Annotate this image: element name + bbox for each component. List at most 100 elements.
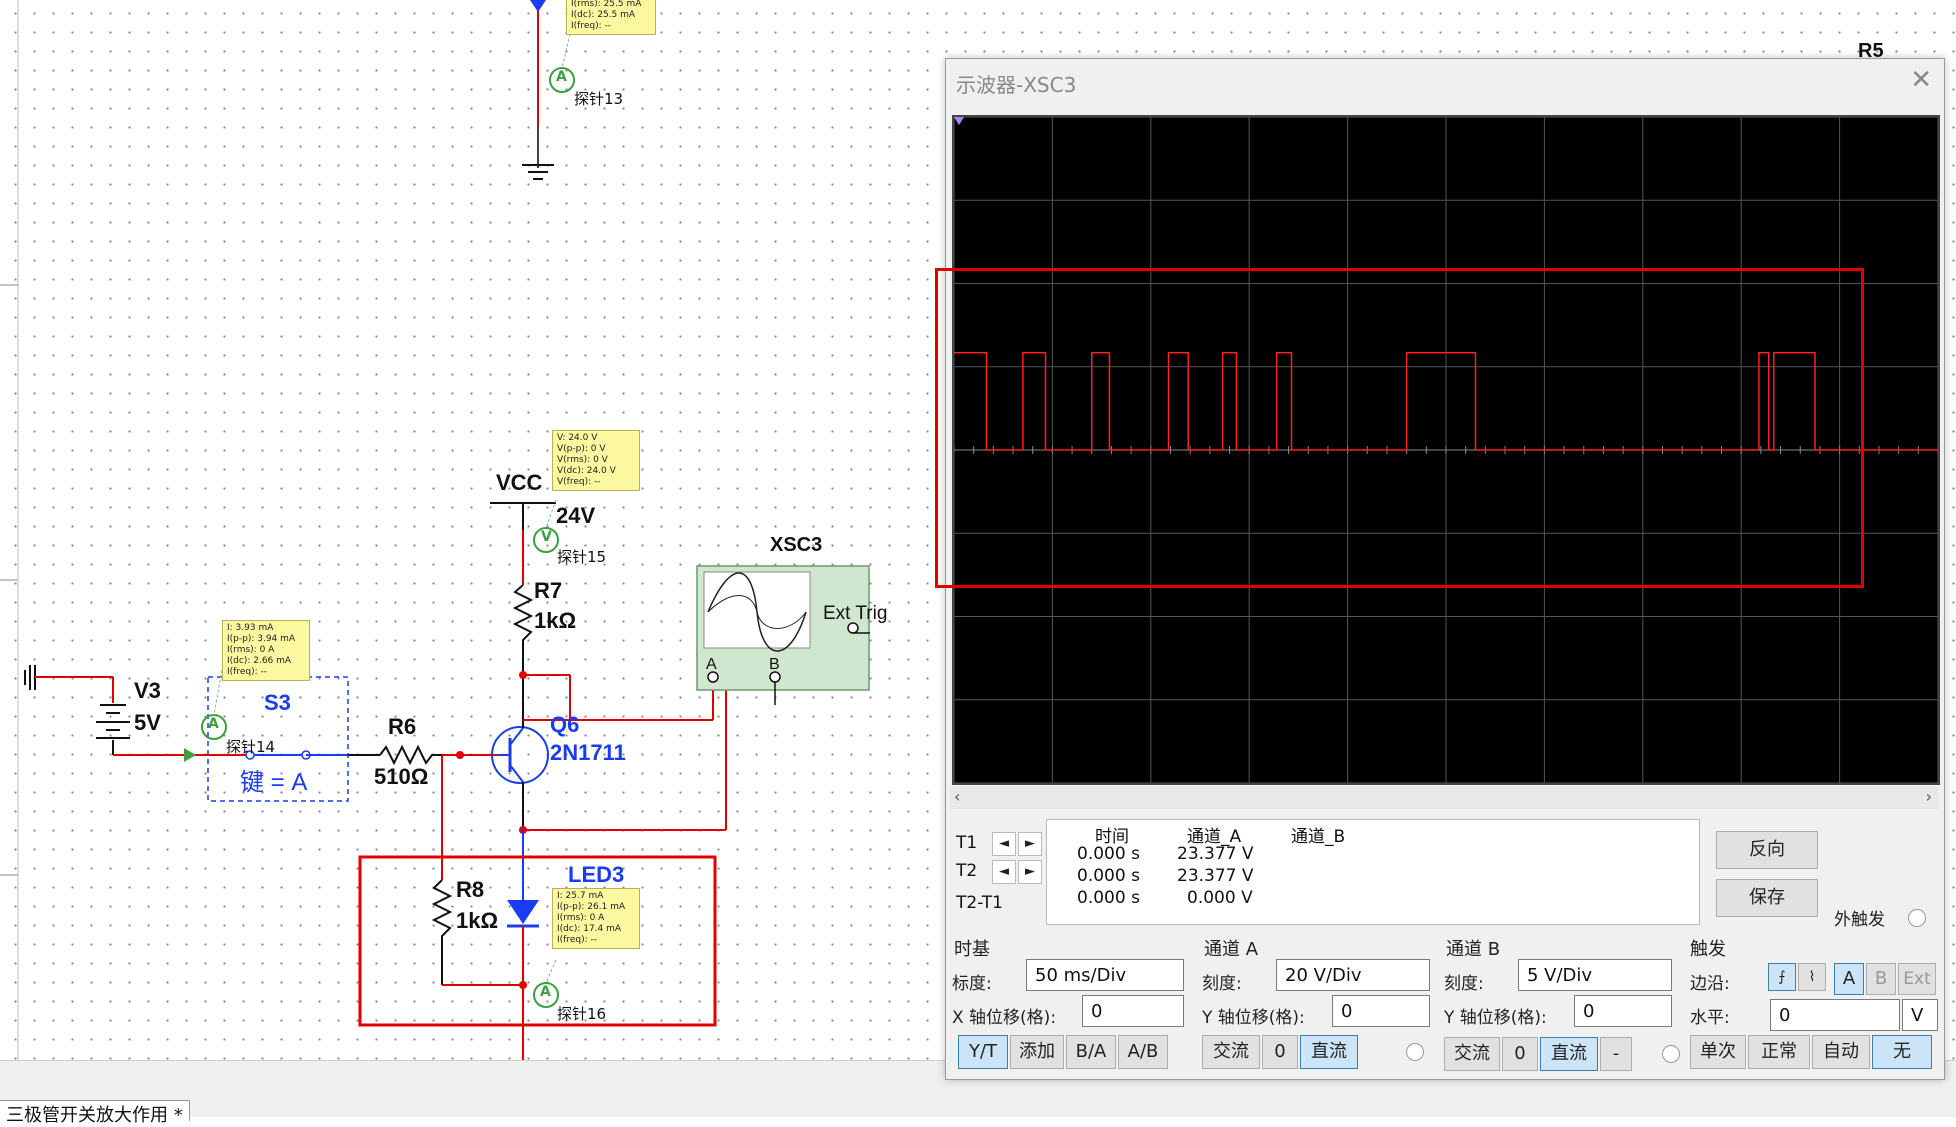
document-tab[interactable]: 三极管开关放大作用 *: [0, 1100, 190, 1126]
channel-b-minus-button[interactable]: -: [1600, 1037, 1632, 1071]
s3-label[interactable]: S3: [264, 690, 291, 715]
r8-label[interactable]: R8: [456, 877, 485, 902]
readout-header-b: 通道_B: [1291, 827, 1346, 847]
scroll-right-icon[interactable]: ›: [1925, 787, 1932, 806]
led3-label[interactable]: LED3: [568, 862, 625, 887]
mode-add-button[interactable]: 添加: [1010, 1035, 1064, 1069]
t1-time-value: 0.000 s: [1077, 844, 1140, 864]
t2-left-arrow-icon[interactable]: ◄: [992, 860, 1016, 884]
probe13-readout: I(rms): 25.5 mA I(dc): 25.5 mA I(freq): …: [566, 0, 656, 35]
mode-yt-button[interactable]: Y/T: [958, 1035, 1008, 1069]
probe15-label: 探针15: [557, 548, 607, 566]
t1-left-arrow-icon[interactable]: ◄: [992, 832, 1016, 856]
x-position-input[interactable]: 0: [1082, 995, 1184, 1027]
channel-b-ypos-input[interactable]: 0: [1574, 995, 1672, 1027]
xsc3-label[interactable]: XSC3: [770, 534, 823, 556]
channel-b-radio[interactable]: [1662, 1045, 1680, 1063]
close-icon[interactable]: ✕: [1910, 65, 1932, 95]
x-position-label: X 轴位移(格):: [952, 1008, 1057, 1028]
channel-a-ypos-label: Y 轴位移(格):: [1202, 1008, 1305, 1028]
falling-edge-icon[interactable]: ⌇: [1798, 963, 1826, 991]
channel-a-ypos-input[interactable]: 0: [1332, 995, 1430, 1027]
trigger-single-button[interactable]: 单次: [1690, 1035, 1746, 1069]
ext-trigger-label: 外触发: [1834, 910, 1885, 930]
trigger-source-a-button[interactable]: A: [1834, 963, 1864, 995]
channel-a-ac-button[interactable]: 交流: [1202, 1035, 1260, 1069]
trigger-source-ext-button[interactable]: Ext: [1898, 963, 1936, 995]
trigger-auto-button[interactable]: 自动: [1812, 1035, 1870, 1069]
channel-a-zero-button[interactable]: 0: [1262, 1035, 1298, 1069]
waveform-highlight: [935, 268, 1864, 588]
t2-right-arrow-icon[interactable]: ►: [1018, 860, 1042, 884]
channel-b-ypos-label: Y 轴位移(格):: [1444, 1008, 1547, 1028]
probe14-readout: I: 3.93 mA I(p-p): 3.94 mA I(rms): 0 A I…: [222, 620, 310, 681]
oscilloscope-window[interactable]: 示波器-XSC3 ✕ ‹ › T1 ◄ ► T2 ◄ ► T2-T1 时间 通道…: [945, 58, 1945, 1080]
cursor-readout-panel: 时间 通道_A 通道_B 0.000 s 23.377 V 0.000 s 23…: [1046, 819, 1700, 925]
vcc-label[interactable]: VCC: [496, 470, 543, 495]
t1-a-value: 23.377 V: [1177, 844, 1254, 864]
r7-value: 1kΩ: [534, 608, 577, 633]
probe13-ammeter-icon: A: [556, 69, 567, 85]
window-title: 示波器-XSC3: [956, 73, 1077, 97]
channel-b-ac-button[interactable]: 交流: [1444, 1037, 1500, 1071]
trigger-none-button[interactable]: 无: [1872, 1035, 1932, 1069]
scope-display: [954, 117, 1938, 783]
ext-trigger-radio[interactable]: [1908, 909, 1926, 927]
probe16-label: 探针16: [557, 1005, 607, 1023]
readout-header-time: 时间: [1095, 827, 1129, 847]
mode-ba-button[interactable]: B/A: [1066, 1035, 1116, 1069]
schematic-wiring: [0, 0, 870, 1060]
channel-a-dc-button[interactable]: 直流: [1300, 1035, 1358, 1069]
channel-a-title: 通道 A: [1204, 939, 1259, 960]
channel-b-scale-input[interactable]: 5 V/Div: [1518, 959, 1672, 991]
probe13-label: 探针13: [574, 90, 624, 108]
trigger-level-input[interactable]: 0: [1770, 999, 1900, 1031]
r6-value: 510Ω: [374, 764, 429, 789]
horizontal-scrollbar[interactable]: ‹ ›: [950, 787, 1938, 809]
trigger-level-label: 水平:: [1690, 1008, 1730, 1028]
reverse-button[interactable]: 反向: [1716, 831, 1818, 869]
diff-time-value: 0.000 s: [1077, 888, 1140, 908]
channel-b-title: 通道 B: [1446, 939, 1501, 960]
channel-a-scale-input[interactable]: 20 V/Div: [1276, 959, 1430, 991]
readout-header-a: 通道_A: [1187, 827, 1242, 847]
channel-a-trace: [954, 351, 1938, 451]
mode-ab-button[interactable]: A/B: [1118, 1035, 1168, 1069]
scope-channel-b-label: B: [769, 656, 780, 673]
probe14-ammeter-icon: A: [208, 716, 219, 732]
t2-time-value: 0.000 s: [1077, 866, 1140, 886]
t2-a-value: 23.377 V: [1177, 866, 1254, 886]
r5-label[interactable]: R5: [1858, 40, 1884, 62]
r8-value: 1kΩ: [456, 908, 499, 933]
trigger-normal-button[interactable]: 正常: [1748, 1035, 1810, 1069]
s3-key-label: 键 = A: [240, 769, 308, 796]
r6-label[interactable]: R6: [388, 714, 417, 739]
trigger-source-b-button[interactable]: B: [1866, 963, 1896, 995]
r7-label[interactable]: R7: [534, 578, 563, 603]
timebase-scale-input[interactable]: 50 ms/Div: [1026, 959, 1184, 991]
t1-right-arrow-icon[interactable]: ►: [1018, 832, 1042, 856]
save-button[interactable]: 保存: [1716, 879, 1818, 917]
channel-a-scale-label: 刻度:: [1202, 974, 1242, 994]
channel-b-dc-button[interactable]: 直流: [1540, 1037, 1598, 1071]
q6-label[interactable]: Q6: [550, 712, 580, 737]
probe14-label: 探针14: [226, 738, 276, 756]
diff-a-value: 0.000 V: [1187, 888, 1253, 908]
cursor-t2-label: T2: [956, 861, 978, 881]
oscilloscope-screen[interactable]: [952, 115, 1940, 785]
channel-a-radio[interactable]: [1406, 1043, 1424, 1061]
v3-label[interactable]: V3: [134, 678, 161, 703]
channel-b-zero-button[interactable]: 0: [1502, 1037, 1538, 1071]
scroll-left-icon[interactable]: ‹: [954, 787, 961, 806]
trigger-marker-icon: [954, 117, 964, 125]
probe16-ammeter-icon: A: [540, 984, 551, 1000]
trigger-title: 触发: [1690, 939, 1726, 960]
probe16-readout: I: 25.7 mA I(p-p): 26.1 mA I(rms): 0 A I…: [552, 888, 640, 949]
trigger-edge-label: 边沿:: [1690, 974, 1730, 994]
scope-channel-a-label: A: [706, 656, 717, 673]
probe15-voltmeter-icon: V: [541, 529, 552, 545]
rising-edge-icon[interactable]: ⨍: [1768, 963, 1796, 991]
ext-trig-label: Ext Trig: [823, 603, 888, 624]
cursor-t1-label: T1: [956, 833, 978, 853]
trigger-level-unit[interactable]: V: [1902, 999, 1938, 1031]
